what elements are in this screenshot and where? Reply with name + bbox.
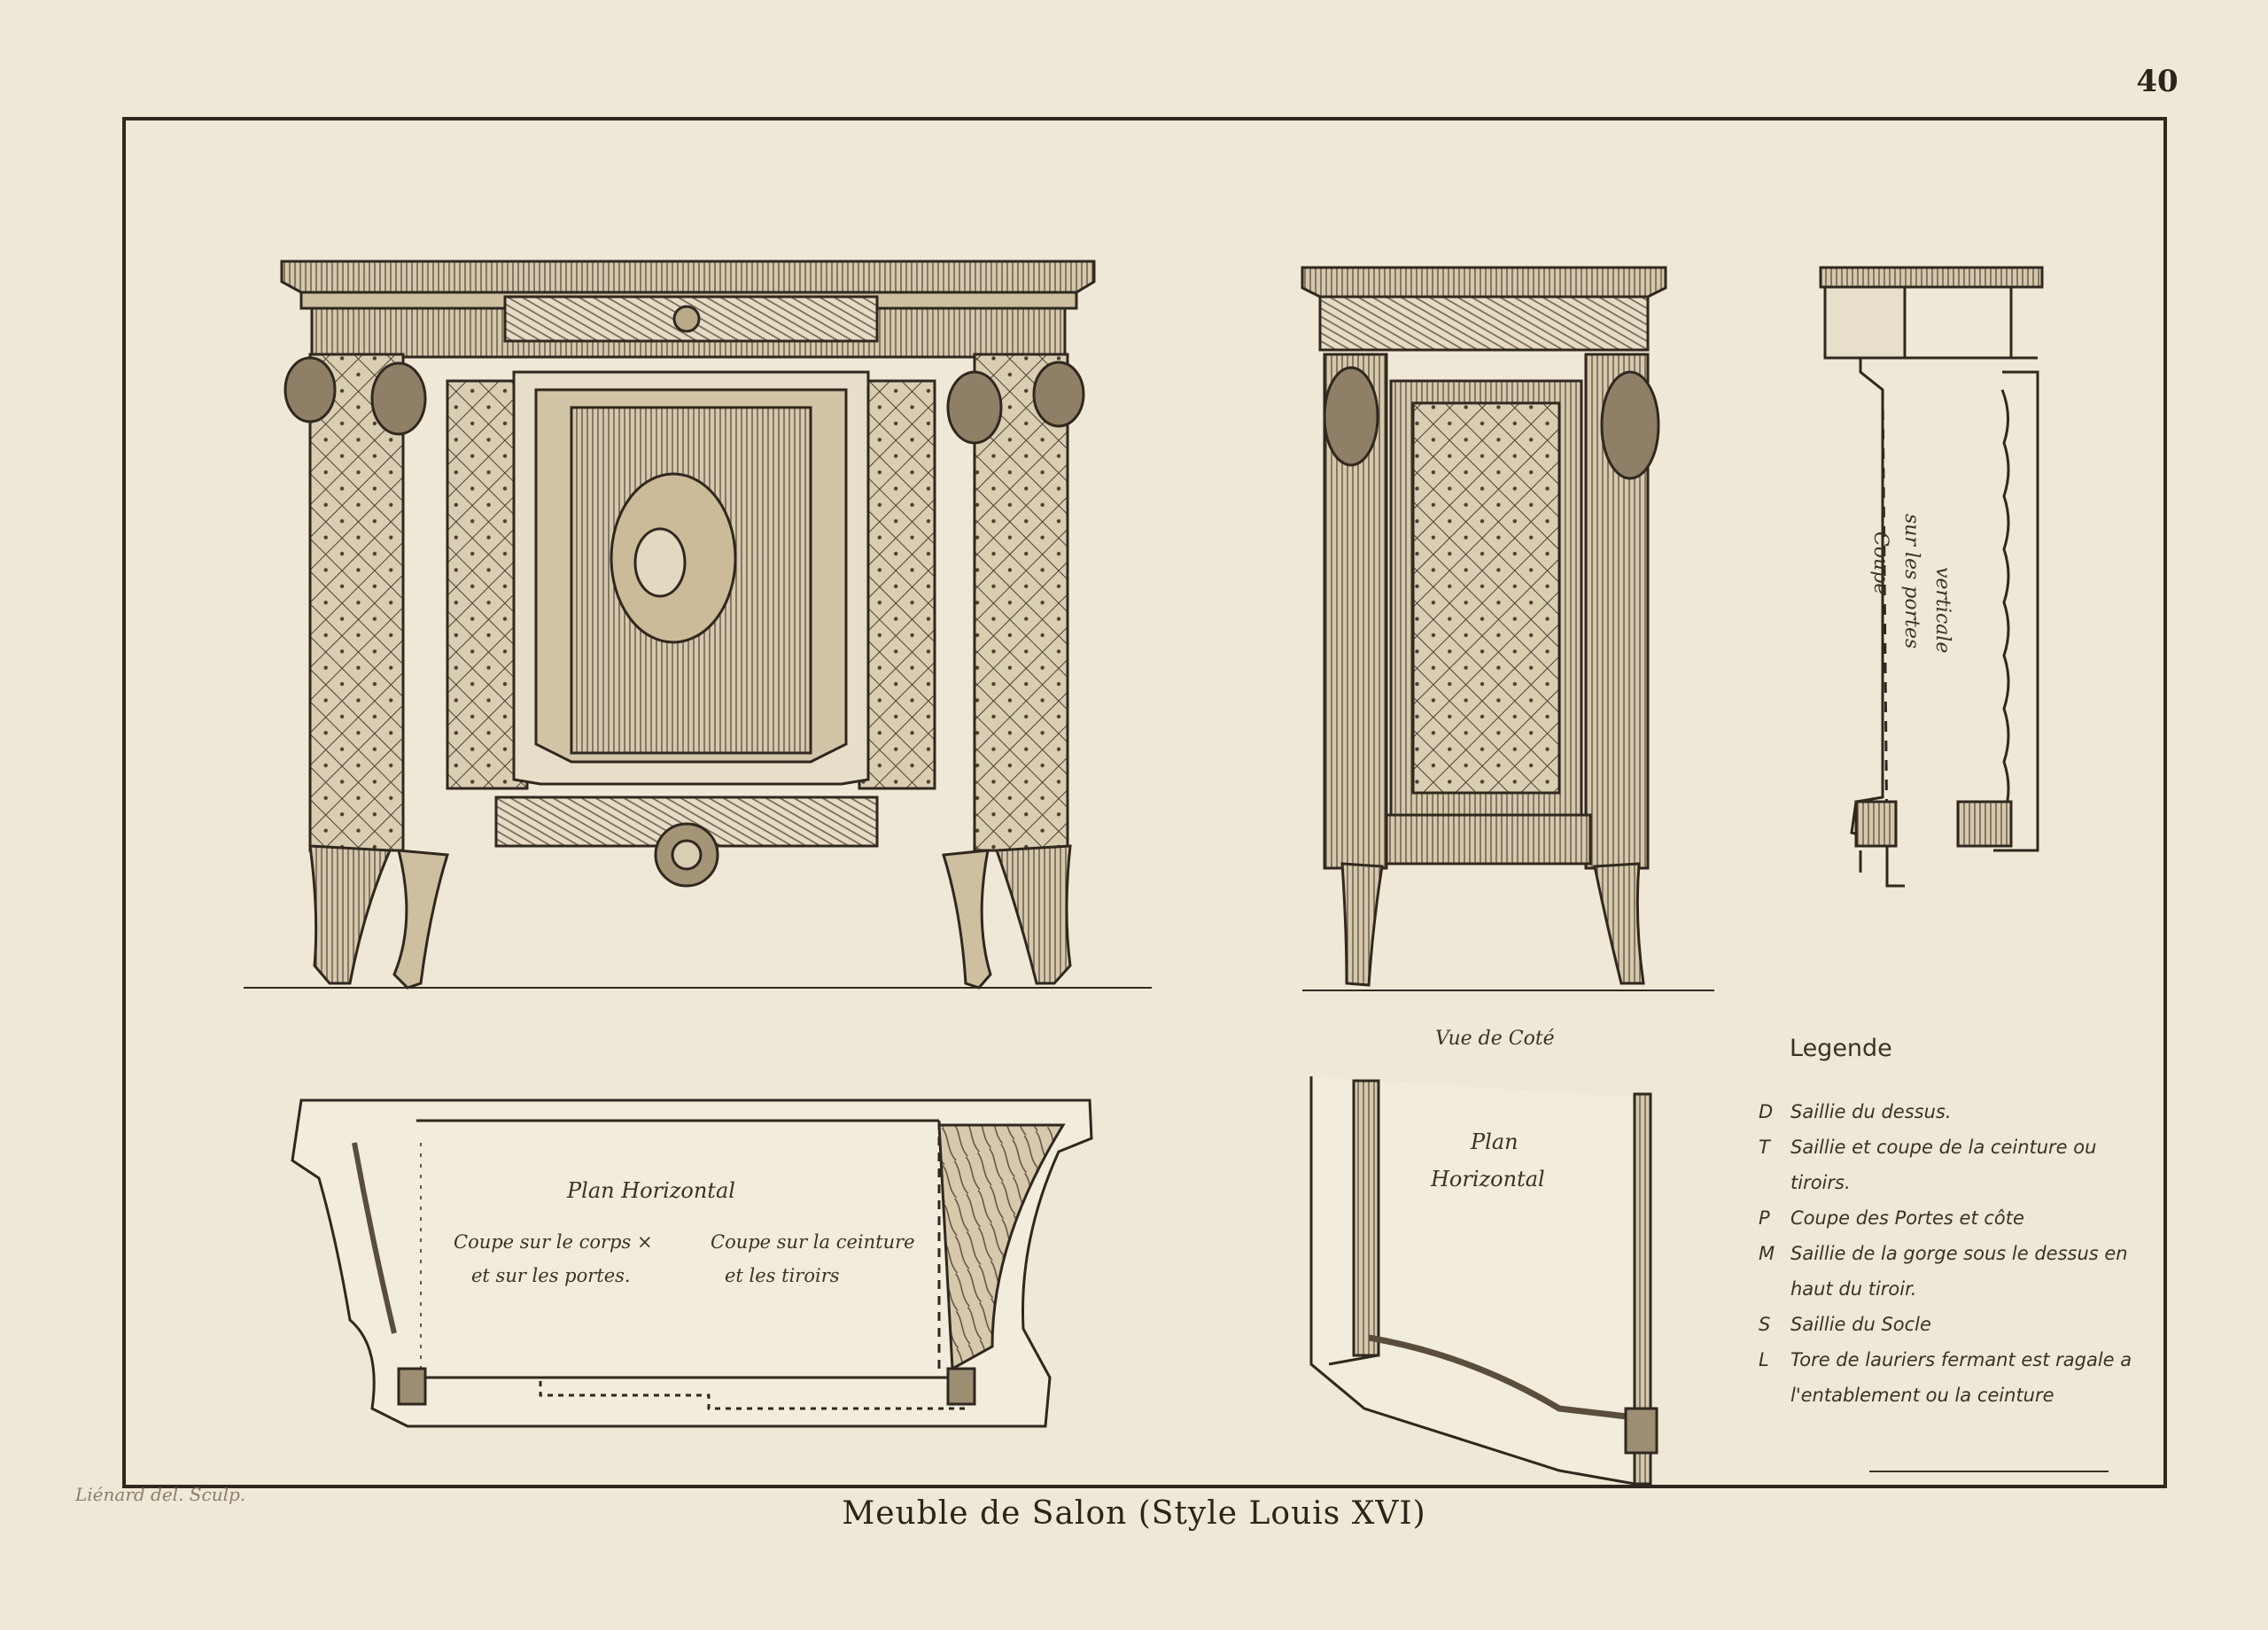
side-elevation (1301, 266, 1714, 991)
legend-item: L Tore de lauriers fermant est ragale a l… (1759, 1342, 2140, 1413)
vertical-section (1819, 266, 2044, 888)
legend-text: Saillie du dessus. (1790, 1101, 1952, 1122)
legend-item: T Saillie et coupe de la ceinture ou tiro… (1759, 1129, 2140, 1200)
legend-text: Saillie de la gorge sous le dessus en ha… (1790, 1243, 2128, 1300)
plan-front-left-line1: Coupe sur le corps × (454, 1231, 653, 1253)
plan-front-right-line2: et les tiroirs (725, 1265, 840, 1286)
legend-letter: L (1759, 1349, 1769, 1370)
legend-letter: D (1759, 1101, 1774, 1122)
front-plan (291, 1098, 1093, 1428)
front-elevation (244, 260, 1152, 990)
legend-item: D Saillie du dessus. (1759, 1094, 2140, 1129)
legend-text: Tore de lauriers fermant est ragale a l'… (1790, 1349, 2132, 1406)
side-view-label: Vue de Coté (1435, 1028, 1555, 1050)
legend-letter: P (1759, 1207, 1770, 1229)
legend-letter: T (1759, 1137, 1770, 1158)
plan-front-left-line2: et sur les portes. (471, 1265, 631, 1286)
plan-side-line1: Plan (1471, 1129, 1518, 1154)
legend-list: D Saillie du dessus. T Saillie et coupe de… (1759, 1094, 2140, 1413)
plan-side-line2: Horizontal (1431, 1167, 1545, 1191)
legend-text: Saillie et coupe de la ceinture ou tiroi… (1790, 1137, 2097, 1193)
section-line2: verticale (1931, 567, 1953, 654)
legend-item: M Saillie de la gorge sous le dessus en h… (1759, 1236, 2140, 1307)
engraver-signature: Liénard del. Sculp. (75, 1484, 246, 1505)
legend-rule (1869, 1471, 2109, 1472)
legend-text: Saillie du Socle (1790, 1314, 1931, 1335)
legend-title: Legende (1790, 1035, 1892, 1062)
legend-letter: S (1759, 1314, 1771, 1335)
legend-item: S Saillie du Socle (1759, 1307, 2140, 1342)
section-line1: Coupe (1869, 532, 1891, 595)
plan-front-title: Plan Horizontal (567, 1178, 735, 1203)
plate-title: Meuble de Salon (Style Louis XVI) (842, 1495, 1426, 1532)
legend-letter: M (1759, 1243, 1775, 1264)
side-plan (1309, 1076, 1658, 1486)
legend-text: Coupe des Portes et côte (1790, 1207, 2024, 1229)
section-line3: sur les portes (1900, 514, 1922, 649)
plan-front-right-line1: Coupe sur la ceinture (711, 1231, 915, 1253)
plate-frame (122, 117, 2167, 1488)
plate-number: 40 (2136, 64, 2179, 99)
legend-item: P Coupe des Portes et côte (1759, 1200, 2140, 1236)
